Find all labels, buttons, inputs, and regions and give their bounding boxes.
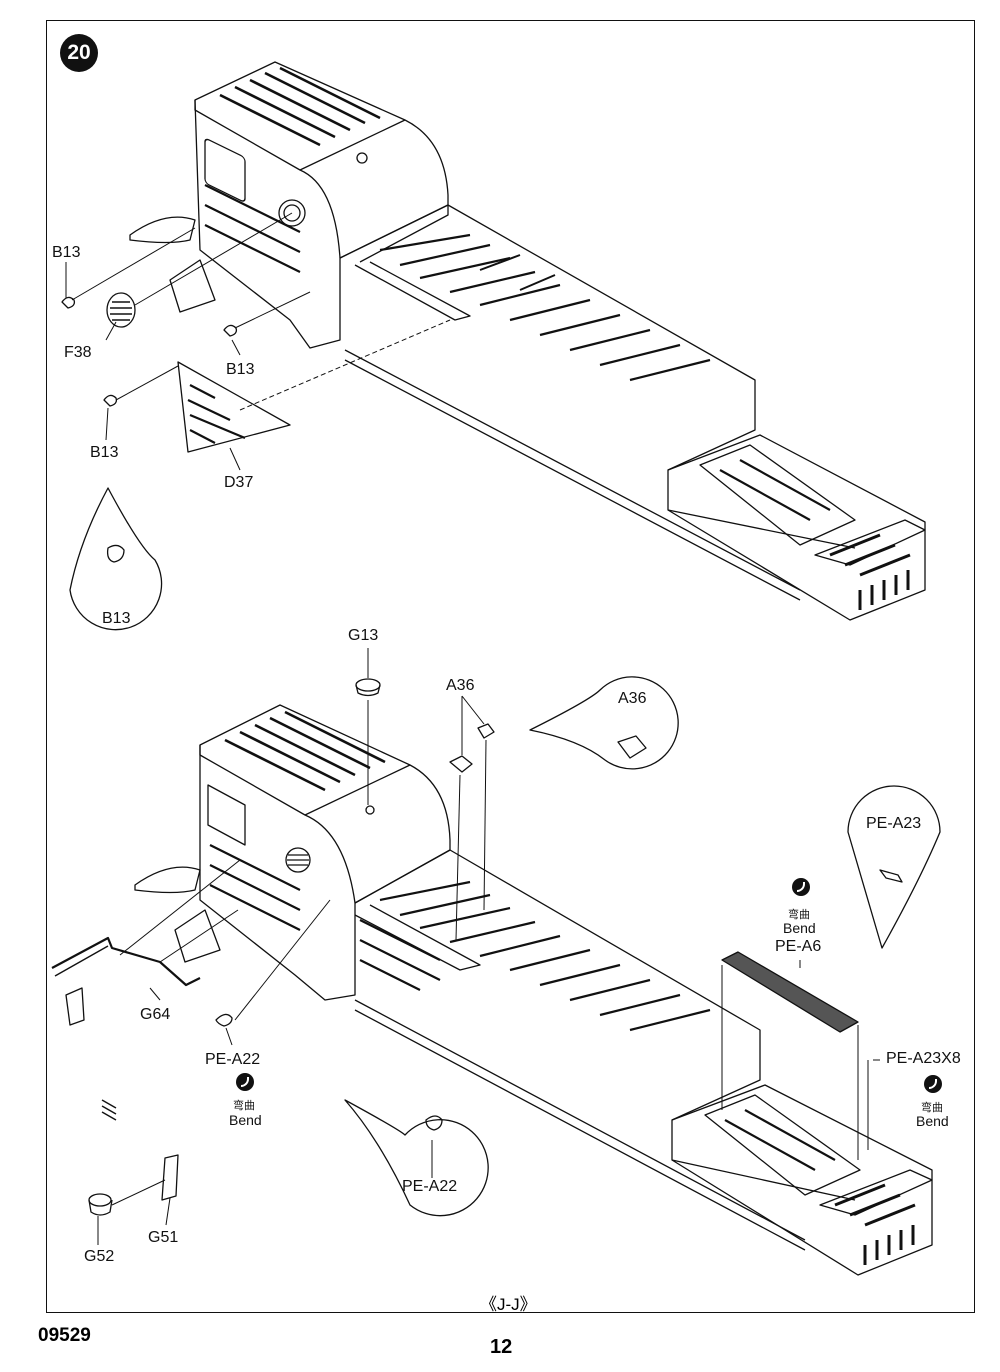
callout-label-pe-a22: PE-A22 [402, 1178, 458, 1195]
top-vehicle-assembly [61, 61, 926, 631]
bend-label-cn: 弯曲 [921, 1101, 943, 1114]
bend-icon [792, 878, 810, 896]
bend-label-cn: 弯曲 [788, 908, 810, 921]
callout-label-b13: B13 [102, 610, 131, 627]
part-label-pe-a22: PE-A22 [205, 1051, 261, 1068]
product-code: 09529 [38, 1325, 91, 1346]
bend-icon [236, 1073, 254, 1091]
part-label-f38: F38 [64, 344, 92, 361]
part-label-g51: G51 [148, 1229, 179, 1246]
part-label-pe-a23x8: PE-A23X8 [886, 1050, 961, 1067]
step-number-badge: 20 [60, 34, 98, 72]
part-label-d37: D37 [224, 474, 254, 491]
part-label-g52: G52 [84, 1248, 115, 1265]
bottom-vehicle-assembly [51, 648, 941, 1276]
part-label-b13: B13 [90, 444, 119, 461]
bend-icon [924, 1075, 942, 1093]
bend-label-en: Bend [783, 920, 816, 936]
callout-label-a36: A36 [618, 690, 647, 707]
section-label: 《J-J》 [480, 1295, 537, 1314]
part-label-g64: G64 [140, 1006, 171, 1023]
part-label-b13: B13 [52, 244, 81, 261]
page-frame [46, 20, 975, 1313]
part-label-a36: A36 [446, 677, 475, 694]
part-label-g13: G13 [348, 627, 379, 644]
part-label-b13: B13 [226, 361, 255, 378]
bend-label-cn: 弯曲 [233, 1099, 255, 1112]
bend-label-en: Bend [229, 1112, 262, 1128]
callout-label-pe-a23: PE-A23 [866, 815, 922, 832]
page-number: 12 [490, 1336, 513, 1358]
bend-label-en: Bend [916, 1113, 949, 1129]
part-label-pe-a6: PE-A6 [775, 938, 822, 955]
